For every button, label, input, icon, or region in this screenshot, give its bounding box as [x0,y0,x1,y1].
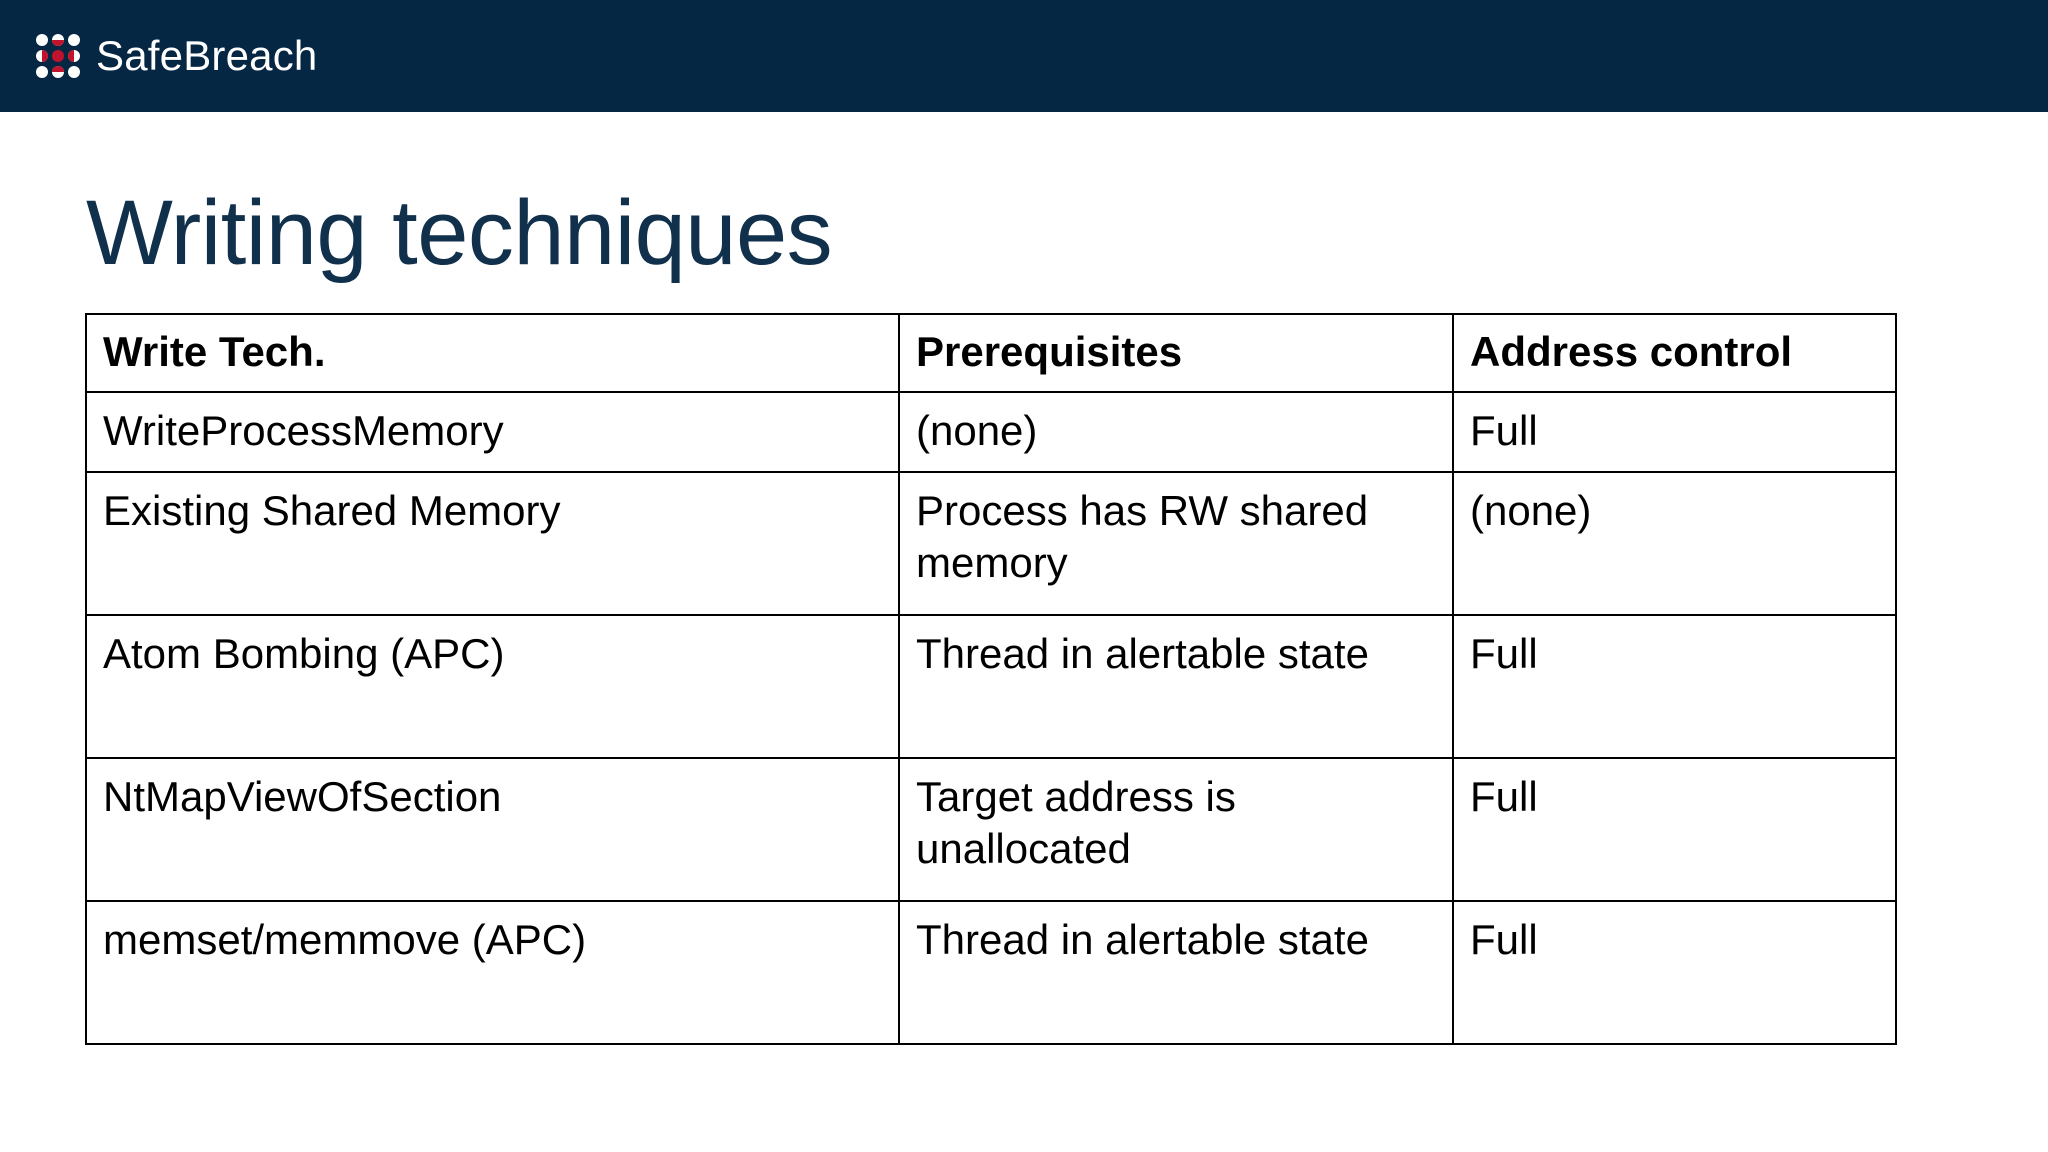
logo-dot-7 [36,66,48,78]
table-header: Write Tech. Prerequisites Address contro… [85,313,1897,393]
logo-dot-6 [68,50,80,62]
table-row: memset/memmove (APC) Thread in alertable… [85,899,1897,1045]
cell-address-control: Full [1452,756,1897,902]
cell-prerequisites: Thread in alertable state [898,613,1454,759]
logo-dot-4 [36,50,48,62]
page-title: Writing techniques [86,181,833,284]
table-header-row: Write Tech. Prerequisites Address contro… [85,313,1897,393]
cell-address-control: (none) [1452,470,1897,616]
writing-techniques-table: Write Tech. Prerequisites Address contro… [85,313,1897,1045]
table-body: WriteProcessMemory (none) Full Existing … [85,390,1897,1045]
cell-address-control: Full [1452,390,1897,473]
cell-prerequisites: Process has RW shared memory [898,470,1454,616]
table-row: Atom Bombing (APC) Thread in alertable s… [85,613,1897,759]
dot-matrix-icon [36,34,80,78]
cell-address-control: Full [1452,899,1897,1045]
logo-dot-8 [52,66,64,78]
column-header-write-tech: Write Tech. [85,313,900,393]
logo-dot-9 [68,66,80,78]
cell-technique: WriteProcessMemory [85,390,900,473]
table-row: NtMapViewOfSection Target address is una… [85,756,1897,902]
logo-dot-1 [36,34,48,46]
column-header-address-control: Address control [1452,313,1897,393]
cell-prerequisites: Target address is unallocated [898,756,1454,902]
logo-dot-5 [52,50,64,62]
cell-address-control: Full [1452,613,1897,759]
cell-technique: Atom Bombing (APC) [85,613,900,759]
safebreach-logo: SafeBreach [36,0,317,112]
column-header-prerequisites: Prerequisites [898,313,1454,393]
cell-technique: memset/memmove (APC) [85,899,900,1045]
brand-header-bar: SafeBreach [0,0,2048,112]
brand-wordmark: SafeBreach [96,32,318,79]
table-row: WriteProcessMemory (none) Full [85,390,1897,473]
logo-dot-3 [68,34,80,46]
cell-prerequisites: (none) [898,390,1454,473]
cell-prerequisites: Thread in alertable state [898,899,1454,1045]
table-row: Existing Shared Memory Process has RW sh… [85,470,1897,616]
cell-technique: NtMapViewOfSection [85,756,900,902]
cell-technique: Existing Shared Memory [85,470,900,616]
logo-dot-2 [52,34,64,46]
